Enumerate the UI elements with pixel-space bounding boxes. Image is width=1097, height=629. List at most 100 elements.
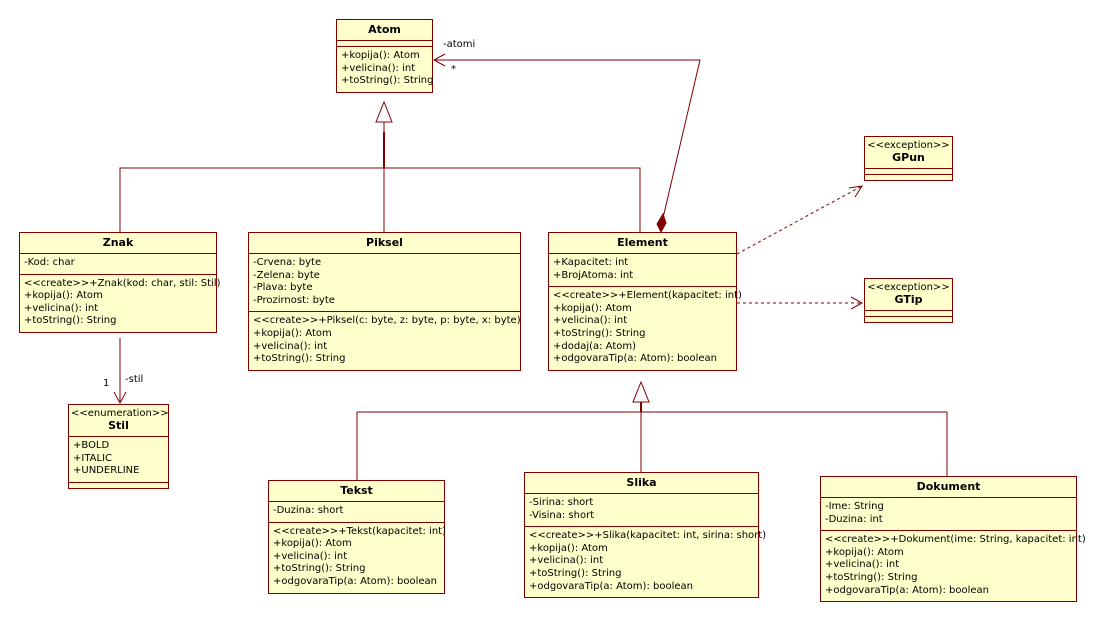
- operation: +kopija(): Atom: [341, 50, 420, 61]
- operation: +toString(): String: [273, 563, 366, 575]
- attribute: -Duzina: short: [273, 505, 344, 516]
- enum-stil-header: <<enumeration>> Stil: [69, 405, 169, 437]
- attribute: +BrojAtoma: int: [553, 269, 634, 281]
- enum-literal: +ITALIC: [73, 452, 113, 464]
- operation: <<create>>+Slika(kapacitet: int, sirina:…: [529, 530, 767, 542]
- operation: +kopija(): Atom: [553, 302, 632, 314]
- operation: <<create>>+Piksel(c: byte, z: byte, p: b…: [253, 315, 521, 327]
- generalization-tekst-element: [356, 411, 948, 480]
- operations-compartment: [69, 483, 168, 488]
- class-name: Element: [617, 236, 668, 249]
- operation: +velicina(): int: [825, 559, 900, 571]
- multiplicity-label-stil: 1: [103, 378, 110, 389]
- attributes-compartment: -Crvena: byte -Zelena: byte -Plava: byte…: [249, 254, 520, 313]
- attributes-compartment: -Duzina: short: [269, 502, 444, 523]
- dependency-element-gpun: [736, 185, 863, 255]
- operation: +velicina(): int: [341, 62, 416, 74]
- attribute: +Kapacitet: int: [553, 257, 629, 268]
- enum-stil[interactable]: <<enumeration>> Stil +BOLD +ITALIC +UNDE…: [68, 404, 169, 489]
- operation: +kopija(): Atom: [253, 327, 332, 339]
- class-atom-header: Atom: [337, 20, 432, 41]
- operation: +odgovaraTip(a: Atom): boolean: [273, 575, 437, 587]
- operation: +toString(): String: [529, 567, 622, 579]
- operation: +kopija(): Atom: [825, 546, 904, 558]
- class-znak-header: Znak: [20, 233, 216, 254]
- class-name: GPun: [892, 151, 925, 164]
- attribute: -Kod: char: [24, 257, 75, 268]
- operations-compartment: +kopija(): Atom +velicina(): int +toStri…: [337, 47, 434, 92]
- operation: +toString(): String: [825, 571, 918, 583]
- attribute: -Ime: String: [825, 501, 884, 512]
- operation: +kopija(): Atom: [529, 542, 608, 554]
- dependency-gtip-arrowhead: [850, 296, 864, 310]
- stereotype: <<exception>>: [867, 282, 950, 293]
- attribute: -Plava: byte: [253, 282, 313, 294]
- operation: <<create>>+Element(kapacitet: int): [553, 290, 742, 302]
- stereotype: <<exception>>: [867, 140, 950, 151]
- operations-compartment: [865, 175, 952, 180]
- class-slika[interactable]: Slika -Sirina: short -Visina: short <<cr…: [524, 472, 767, 599]
- operation: +kopija(): Atom: [24, 290, 103, 302]
- enum-literal: +UNDERLINE: [73, 465, 140, 477]
- operation: +velicina(): int: [553, 315, 628, 327]
- attributes-compartment: -Kod: char: [20, 254, 216, 275]
- class-slika-header: Slika: [525, 473, 758, 494]
- class-gpun-header: <<exception>> GPun: [865, 137, 952, 169]
- class-piksel[interactable]: Piksel -Crvena: byte -Zelena: byte -Plav…: [248, 232, 521, 371]
- operation: <<create>>+Tekst(kapacitet: int): [273, 525, 446, 537]
- operation: +velicina(): int: [24, 302, 99, 314]
- generalization-arrowhead-element: [632, 380, 650, 403]
- operations-compartment: <<create>>+Znak(kod: char, stil: Stil) +…: [20, 275, 221, 332]
- operation: +kopija(): Atom: [273, 538, 352, 550]
- class-tekst[interactable]: Tekst -Duzina: short <<create>>+Tekst(ka…: [268, 480, 446, 594]
- operation: <<create>>+Znak(kod: char, stil: Stil): [24, 277, 221, 289]
- operations-compartment: <<create>>+Slika(kapacitet: int, sirina:…: [525, 527, 767, 597]
- class-name: Stil: [108, 419, 129, 432]
- operation: +odgovaraTip(a: Atom): boolean: [529, 580, 693, 592]
- class-znak[interactable]: Znak -Kod: char <<create>>+Znak(kod: cha…: [19, 232, 221, 333]
- operations-compartment: <<create>>+Piksel(c: byte, z: byte, p: b…: [249, 312, 521, 369]
- attributes-compartment: -Ime: String -Duzina: int: [821, 498, 1076, 532]
- class-gpun[interactable]: <<exception>> GPun: [864, 136, 953, 181]
- class-name: Piksel: [366, 236, 403, 249]
- attribute: -Prozirnost: byte: [253, 294, 335, 306]
- class-name: GTip: [894, 293, 923, 306]
- operation: +toString(): String: [341, 75, 434, 87]
- class-name: Slika: [626, 476, 657, 489]
- attribute: -Duzina: int: [825, 513, 883, 525]
- class-name: Atom: [368, 23, 401, 36]
- operation: +velicina(): int: [273, 550, 348, 562]
- class-element[interactable]: Element +Kapacitet: int +BrojAtoma: int …: [548, 232, 742, 371]
- composition-diamond: [656, 212, 667, 234]
- operation: +toString(): String: [253, 353, 346, 365]
- class-name: Dokument: [916, 480, 981, 493]
- enum-literal: +BOLD: [73, 440, 110, 451]
- operations-compartment: <<create>>+Element(kapacitet: int) +kopi…: [549, 287, 742, 370]
- composition-atomi-arrowhead: [432, 53, 446, 67]
- class-element-header: Element: [549, 233, 736, 254]
- class-name: Tekst: [340, 484, 373, 497]
- operation: +velicina(): int: [253, 340, 328, 352]
- attributes-compartment: -Sirina: short -Visina: short: [525, 494, 758, 528]
- class-tekst-header: Tekst: [269, 481, 444, 502]
- generalization-znak-atom: [119, 167, 641, 232]
- class-atom[interactable]: Atom +kopija(): Atom +velicina(): int +t…: [336, 19, 433, 93]
- operation: +dodaj(a: Atom): [553, 340, 637, 352]
- literals-compartment: +BOLD +ITALIC +UNDERLINE: [69, 437, 168, 483]
- attributes-compartment: +Kapacitet: int +BrojAtoma: int: [549, 254, 736, 288]
- generalization-arrowhead-atom: [375, 100, 393, 123]
- class-gtip[interactable]: <<exception>> GTip: [864, 278, 953, 323]
- class-piksel-header: Piksel: [249, 233, 520, 254]
- operation: <<create>>+Dokument(ime: String, kapacit…: [825, 534, 1086, 546]
- dependency-gpun-arrowhead: [848, 185, 864, 198]
- class-dokument[interactable]: Dokument -Ime: String -Duzina: int <<cre…: [820, 476, 1086, 603]
- attributes-compartment: [337, 41, 432, 47]
- operation: +toString(): String: [24, 315, 117, 327]
- composition-atomi-line: [434, 59, 701, 219]
- operation: +velicina(): int: [529, 555, 604, 567]
- attribute: -Visina: short: [529, 509, 595, 521]
- attributes-compartment: [865, 311, 952, 317]
- operation: +odgovaraTip(a: Atom): boolean: [553, 353, 717, 365]
- operations-compartment: [865, 317, 952, 322]
